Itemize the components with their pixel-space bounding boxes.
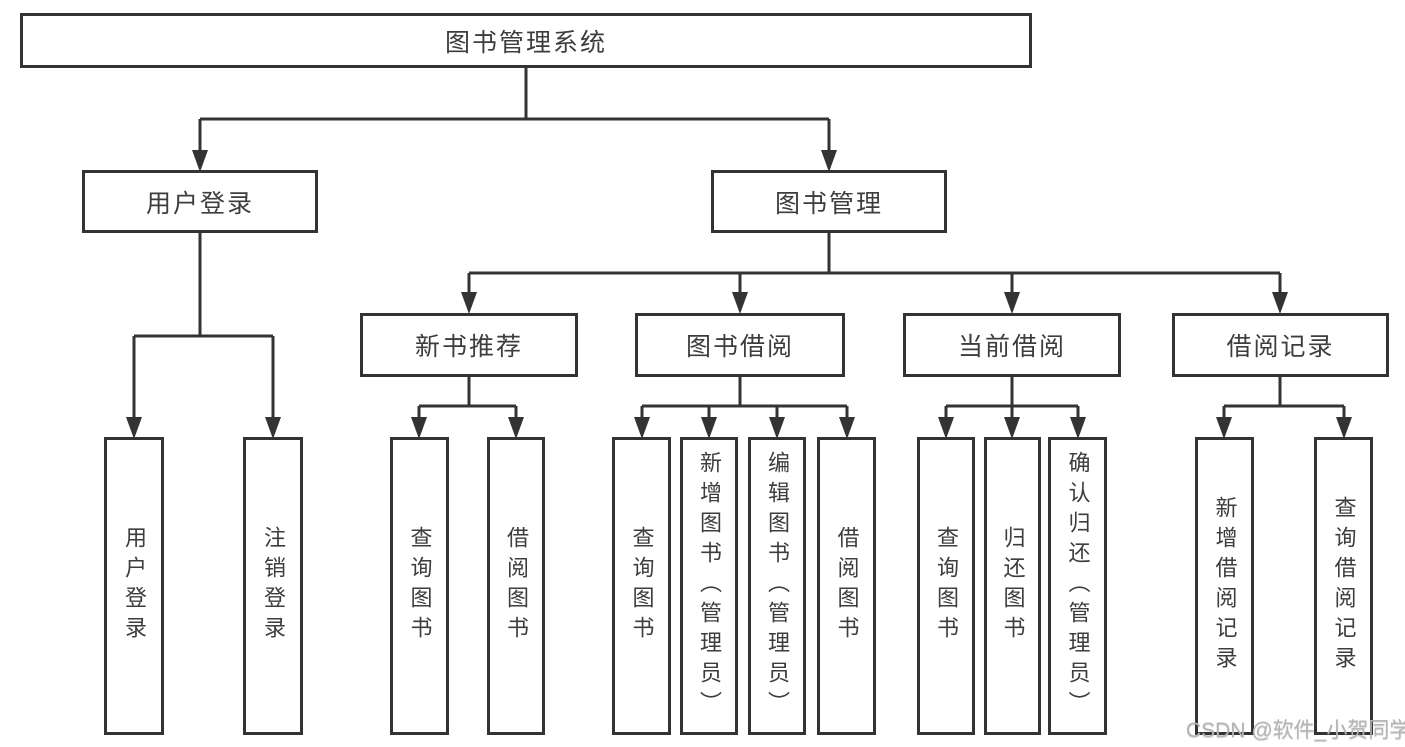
- leaf-logout: 注销登录: [243, 437, 303, 735]
- leaf-label: 查询图书: [629, 526, 655, 646]
- leaf-label: 注销登录: [261, 526, 286, 646]
- node-book-management-branch: 图书管理: [711, 170, 947, 233]
- leaf-user-login: 用户登录: [104, 437, 164, 735]
- leaf-query-borrow-record: 查询借阅记录: [1314, 437, 1373, 735]
- leaf-label: 借阅图书: [834, 526, 860, 646]
- node-current-borrowing: 当前借阅: [903, 313, 1121, 377]
- leaf-edit-books-admin: 编辑图书（管理员）: [748, 437, 806, 735]
- node-book-borrowing: 图书借阅: [635, 313, 845, 377]
- leaf-label: 查询图书: [934, 526, 959, 646]
- node-user-login-branch: 用户登录: [82, 170, 318, 233]
- node-library-management-system: 图书管理系统: [20, 13, 1032, 68]
- leaf-label: 编辑图书（管理员）: [765, 451, 790, 721]
- leaf-query-books-current: 查询图书: [917, 437, 975, 735]
- node-borrowing-records: 借阅记录: [1172, 313, 1389, 377]
- node-label: 图书借阅: [685, 333, 794, 361]
- node-label: 用户登录: [145, 189, 254, 218]
- node-label: 图书管理: [774, 189, 883, 218]
- node-label: 新书推荐: [414, 333, 523, 361]
- leaf-label: 确认归还（管理员）: [1065, 451, 1091, 721]
- leaf-label: 查询图书: [407, 526, 433, 646]
- leaf-borrow-books: 借阅图书: [817, 437, 876, 735]
- leaf-borrow-books-recommend: 借阅图书: [487, 437, 545, 735]
- node-label: 当前借阅: [957, 333, 1066, 361]
- leaf-return-books: 归还图书: [984, 437, 1041, 735]
- node-label: 借阅记录: [1226, 333, 1335, 361]
- leaf-add-borrow-record: 新增借阅记录: [1195, 437, 1254, 735]
- csdn-watermark: CSDN @软件_小贺同学: [1186, 719, 1405, 742]
- leaf-label: 归还图书: [1000, 526, 1026, 646]
- node-label: 图书管理系统: [444, 28, 607, 57]
- leaf-label: 用户登录: [122, 526, 147, 646]
- node-new-book-recommendation: 新书推荐: [360, 313, 578, 377]
- leaf-label: 查询借阅记录: [1331, 496, 1357, 676]
- leaf-label: 新增图书（管理员）: [697, 451, 722, 721]
- leaf-label: 新增借阅记录: [1212, 496, 1238, 676]
- leaf-add-books-admin: 新增图书（管理员）: [680, 437, 738, 735]
- leaf-confirm-return-admin: 确认归还（管理员）: [1048, 437, 1107, 735]
- leaf-label: 借阅图书: [504, 526, 529, 646]
- leaf-query-books-borrowing: 查询图书: [612, 437, 671, 735]
- leaf-query-books-recommend: 查询图书: [390, 437, 449, 735]
